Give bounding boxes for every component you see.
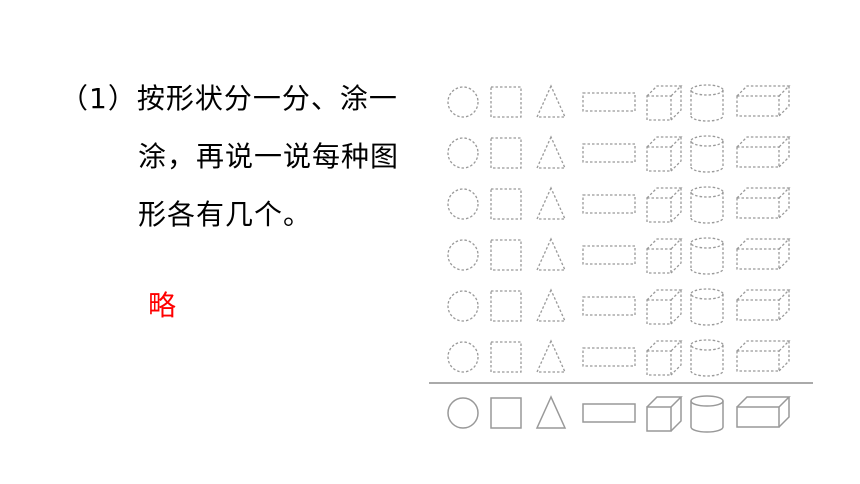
cuboid-icon [736, 85, 791, 117]
square-icon [490, 239, 522, 271]
rectangle-icon [582, 194, 636, 214]
dashed-shape-row [447, 237, 791, 275]
triangle-icon [535, 186, 567, 220]
cube-icon [646, 187, 683, 223]
cube-icon [646, 136, 683, 172]
square-icon [490, 397, 522, 429]
cylinder-icon [690, 237, 724, 275]
circle-icon [447, 239, 479, 271]
dashed-shape-row [447, 84, 791, 122]
cylinder-icon [690, 84, 724, 122]
triangle-icon [535, 395, 567, 429]
circle-icon [447, 397, 479, 429]
triangle-icon [535, 288, 567, 322]
triangle-icon [535, 237, 567, 271]
dashed-shape-row [447, 288, 791, 326]
cylinder-icon [690, 186, 724, 224]
cuboid-icon [736, 238, 791, 270]
cube-icon [646, 340, 683, 376]
rectangle-icon [582, 143, 636, 163]
square-icon [490, 290, 522, 322]
rectangle-icon [582, 245, 636, 265]
circle-icon [447, 137, 479, 169]
cuboid-icon [736, 340, 791, 372]
cylinder-icon [690, 135, 724, 173]
dashed-shape-row [447, 135, 791, 173]
square-icon [490, 86, 522, 118]
cube-icon [646, 396, 683, 432]
circle-icon [447, 341, 479, 373]
triangle-icon [535, 84, 567, 118]
rectangle-icon [582, 296, 636, 316]
circle-icon [447, 290, 479, 322]
question-line-3: 形各有几个。 [138, 198, 313, 231]
dashed-shape-row [447, 339, 791, 377]
solid-shape-row [447, 395, 791, 433]
shape-figure [429, 84, 813, 433]
cube-icon [646, 85, 683, 121]
rectangle-icon [582, 92, 636, 112]
dashed-shape-row [447, 186, 791, 224]
cuboid-icon [736, 136, 791, 168]
question-line-2: 涂，再说一说每种图 [138, 140, 400, 173]
cylinder-icon [690, 288, 724, 326]
square-icon [490, 137, 522, 169]
square-icon [490, 341, 522, 373]
question-line-1: （1）按形状分一分、涂一 [60, 82, 398, 115]
cube-icon [646, 289, 683, 325]
cylinder-icon [690, 339, 724, 377]
cuboid-icon [736, 289, 791, 321]
rectangle-icon [582, 347, 636, 367]
triangle-icon [535, 339, 567, 373]
answer-text: 略 [148, 289, 177, 322]
triangle-icon [535, 135, 567, 169]
circle-icon [447, 188, 479, 220]
cuboid-icon [736, 187, 791, 219]
rectangle-icon [582, 403, 636, 423]
cube-icon [646, 238, 683, 274]
cuboid-icon [736, 396, 791, 428]
circle-icon [447, 86, 479, 118]
square-icon [490, 188, 522, 220]
cylinder-icon [690, 395, 724, 433]
